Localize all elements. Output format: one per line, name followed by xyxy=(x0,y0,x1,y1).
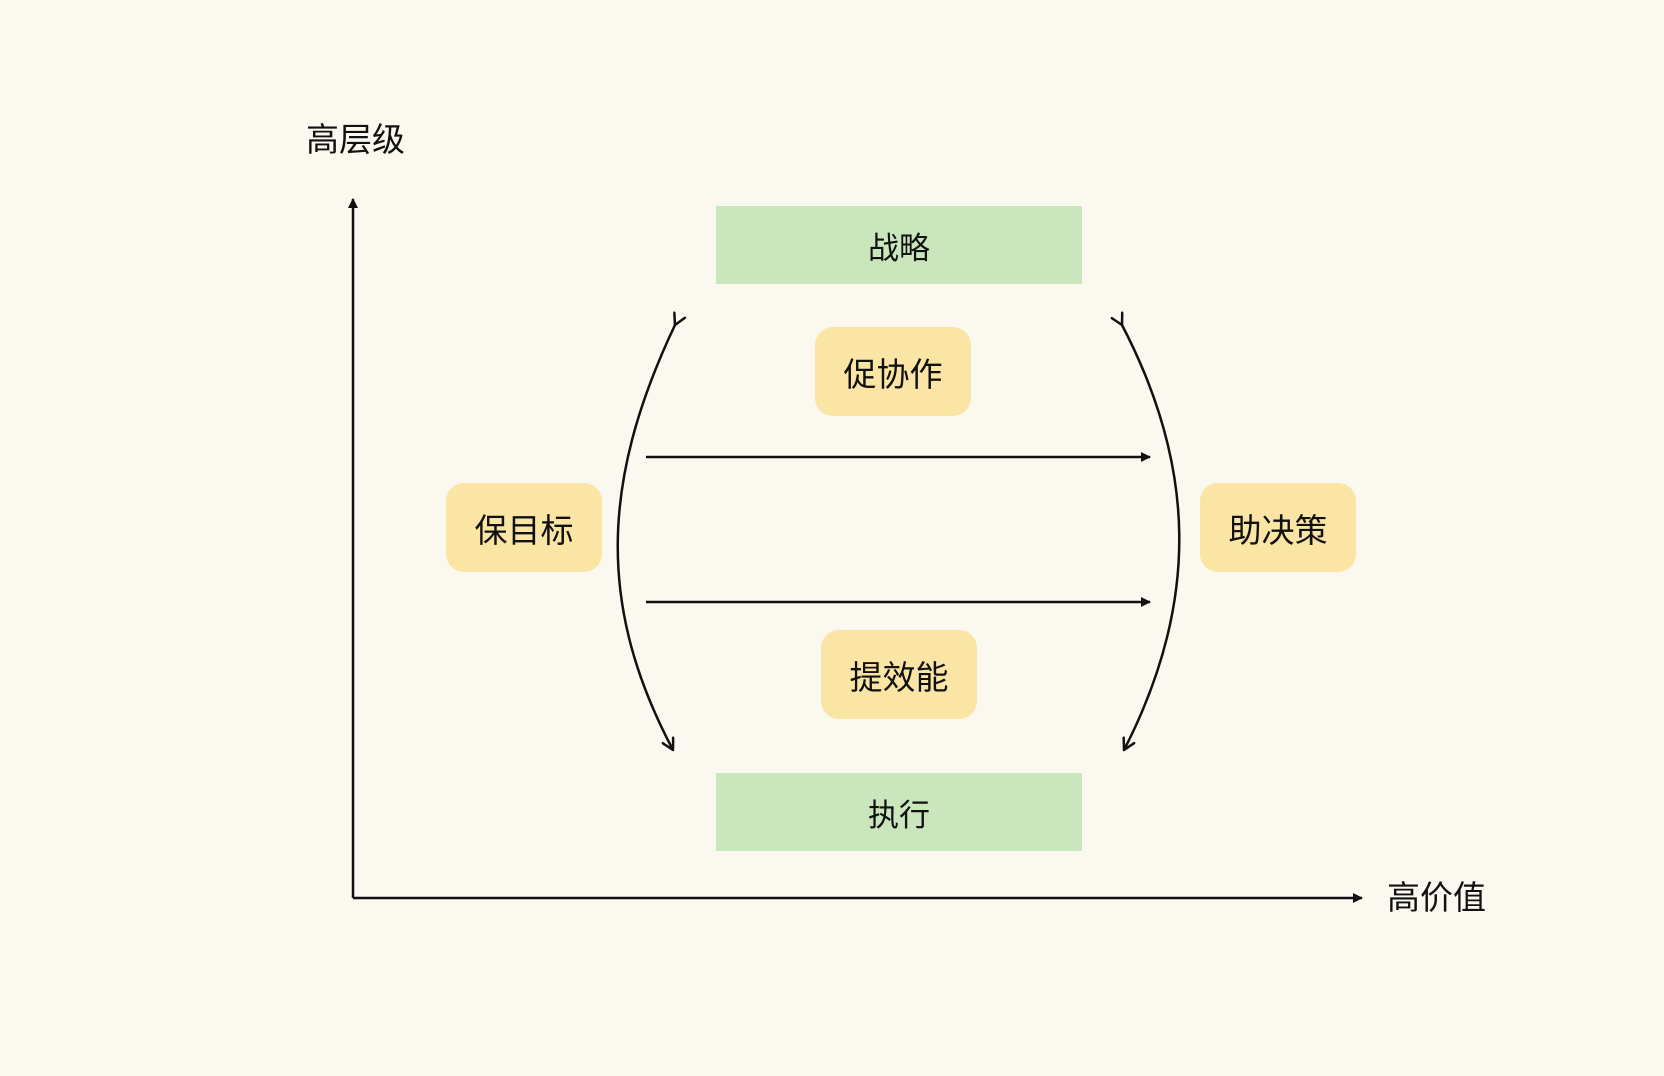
strategy-level-box: 战略 xyxy=(716,206,1082,284)
collaboration-pill: 促协作 xyxy=(815,327,971,416)
decision-pill: 助决策 xyxy=(1200,483,1356,572)
efficiency-pill: 提效能 xyxy=(821,630,977,719)
execution-level-box: 执行 xyxy=(716,773,1082,851)
left-curved-arrow xyxy=(616,325,675,750)
x-axis-label: 高价值 xyxy=(1387,878,1486,917)
goal-pill: 保目标 xyxy=(446,483,602,572)
right-curved-arrow xyxy=(1122,325,1181,750)
y-axis-label: 高层级 xyxy=(306,120,405,159)
